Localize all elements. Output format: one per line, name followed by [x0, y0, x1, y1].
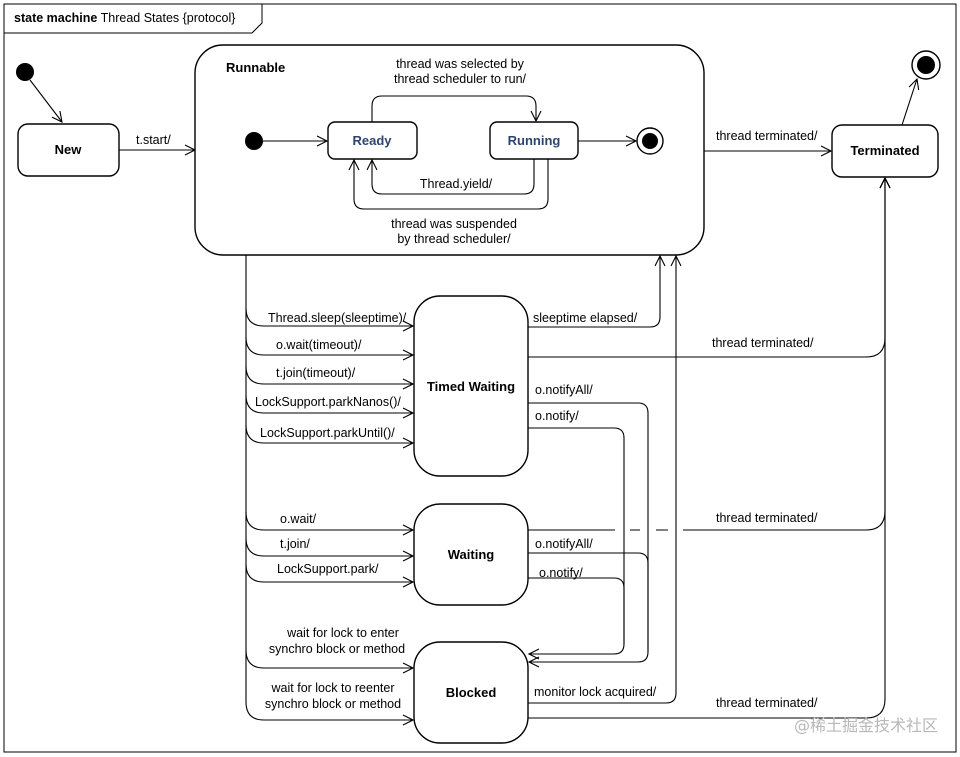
label-suspended-1: thread was suspended — [391, 217, 517, 231]
label-park-until: LockSupport.parkUntil()/ — [260, 426, 395, 440]
transition-tw-notify-all — [528, 402, 649, 662]
label-tw-notify-all: o.notifyAll/ — [535, 383, 593, 397]
diagram-frame — [3, 3, 957, 753]
label-w-terminated: thread terminated/ — [716, 511, 818, 525]
state-waiting — [413, 503, 529, 606]
initial-state — [16, 63, 34, 81]
state-new-label: New — [55, 142, 83, 157]
label-runnable-terminated: thread terminated/ — [716, 129, 818, 143]
label-lock-enter-2: synchro block or method — [269, 642, 405, 656]
transition-park — [245, 563, 413, 582]
runnable-final-state-dot — [642, 133, 658, 149]
label-park-nanos: LockSupport.parkNanos()/ — [255, 395, 401, 409]
label-selected-1: thread was selected by — [396, 57, 525, 71]
transition-w-terminated — [528, 178, 885, 531]
transition-to-final — [901, 79, 917, 126]
label-lock-reenter-1: wait for lock to reenter — [271, 681, 395, 695]
state-timed-waiting — [413, 295, 529, 477]
transition-lock-acquired — [528, 256, 676, 704]
state-blocked — [413, 641, 529, 744]
state-waiting-label: Waiting — [448, 547, 495, 562]
label-w-notify: o.notify/ — [539, 566, 583, 580]
transition-join-timeout — [245, 365, 413, 384]
state-running-label: Running — [508, 133, 561, 148]
label-wait: o.wait/ — [280, 512, 317, 526]
label-tw-notify: o.notify/ — [535, 409, 579, 423]
label-join: t.join/ — [280, 537, 310, 551]
label-tw-terminated: thread terminated/ — [712, 336, 814, 350]
state-blocked-label: Blocked — [446, 685, 497, 700]
transition-yield — [372, 159, 535, 195]
transition-sleep — [245, 307, 413, 326]
transition-wait-timeout — [245, 336, 413, 355]
transition-suspended — [354, 159, 549, 210]
transition-join — [245, 537, 413, 556]
transition-lock-enter — [245, 649, 413, 668]
state-runnable — [194, 44, 705, 256]
state-ready-label: Ready — [352, 133, 392, 148]
label-b-terminated: thread terminated/ — [716, 696, 818, 710]
label-wait-timeout: o.wait(timeout)/ — [276, 338, 362, 352]
label-w-notify-all: o.notifyAll/ — [535, 537, 593, 551]
transition-w-notify-all — [528, 552, 649, 652]
state-timed-waiting-label: Timed Waiting — [427, 379, 515, 394]
label-park: LockSupport.park/ — [277, 562, 379, 576]
label-lock-enter-1: wait for lock to enter — [286, 626, 399, 640]
runnable-initial-state — [245, 132, 263, 150]
watermark: @稀土掘金技术社区 — [794, 716, 938, 735]
label-suspended-2: by thread scheduler/ — [397, 232, 511, 246]
state-runnable-label: Runnable — [226, 60, 285, 75]
frame-title: state machine Thread States {protocol} — [14, 11, 235, 25]
label-sleep: Thread.sleep(sleeptime)/ — [268, 311, 407, 325]
transition-lock-reenter — [245, 701, 413, 720]
transition-wait — [245, 511, 413, 530]
label-lock-reenter-2: synchro block or method — [265, 697, 401, 711]
transition-park-until — [245, 424, 413, 443]
state-terminated-label: Terminated — [850, 143, 919, 158]
transition-park-nanos — [245, 394, 413, 413]
final-state-dot — [917, 56, 935, 74]
initial-transition — [29, 79, 62, 122]
transition-w-notify — [528, 577, 625, 644]
transition-selected-to-run — [371, 95, 536, 122]
frame-tab — [4, 4, 263, 34]
label-t-start: t.start/ — [136, 133, 171, 147]
transition-tw-notify — [528, 427, 625, 654]
label-yield: Thread.yield/ — [420, 177, 493, 191]
label-sleep-elapsed: sleeptime elapsed/ — [533, 311, 638, 325]
label-selected-2: thread scheduler to run/ — [394, 72, 527, 86]
transition-b-terminated — [528, 178, 885, 719]
transition-sleep-elapsed — [528, 256, 660, 328]
label-lock-acquired: monitor lock acquired/ — [534, 685, 657, 699]
label-join-timeout: t.join(timeout)/ — [276, 366, 356, 380]
